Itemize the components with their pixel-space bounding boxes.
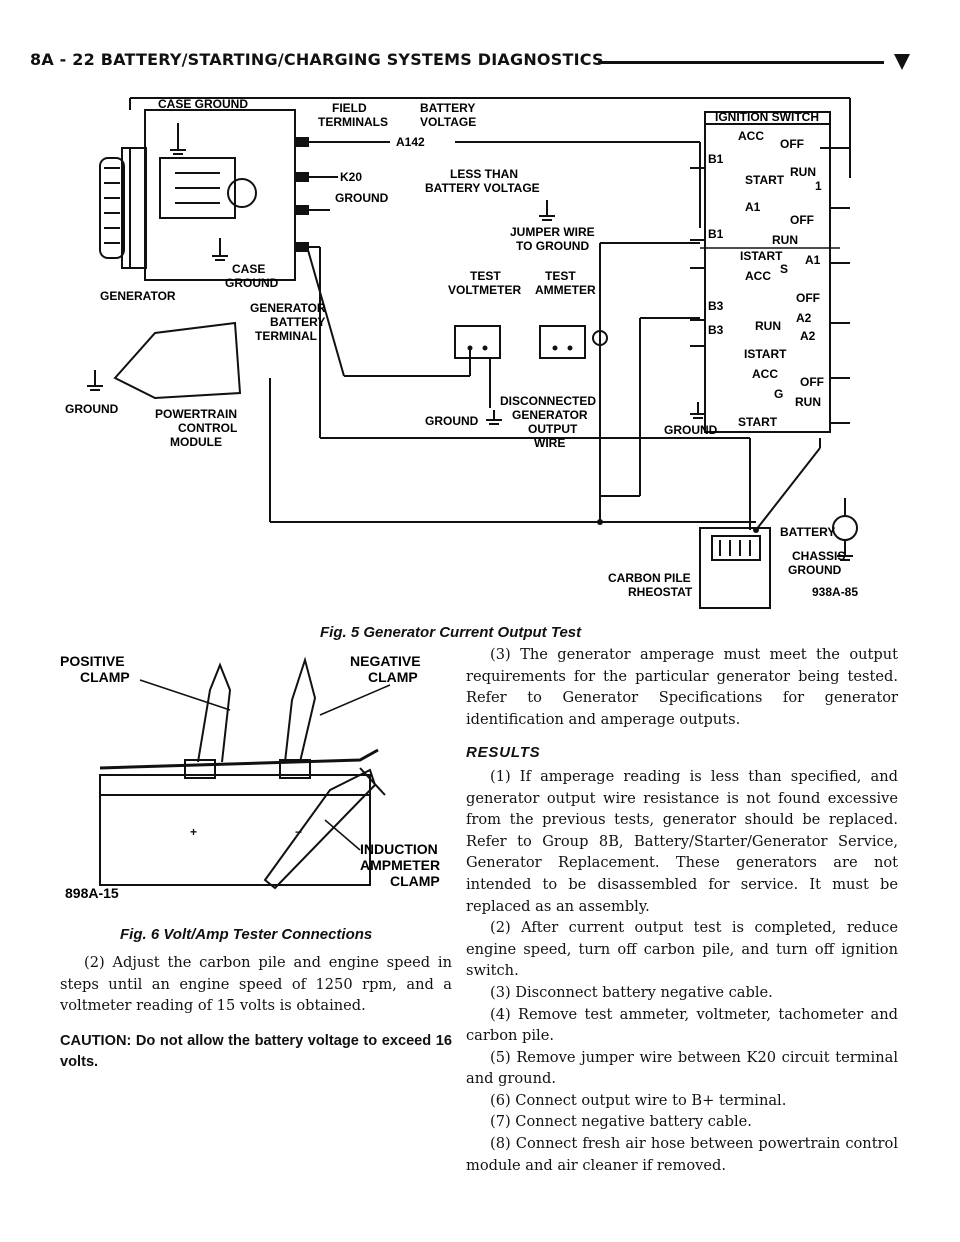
- label-gen-batt-1: GENERATOR: [250, 301, 326, 315]
- figure6-code: 898A-15: [65, 885, 119, 901]
- header-rule: [598, 61, 884, 64]
- label-b1b: B1: [708, 227, 724, 241]
- label-ground-gen: GROUND: [335, 191, 389, 205]
- label-chassis-1: CHASSIS: [792, 549, 845, 563]
- label-gen-batt-3: TERMINAL: [255, 329, 317, 343]
- label-induction-3: CLAMP: [390, 873, 440, 889]
- label-acc2: ACC: [745, 269, 771, 283]
- right-text-column: (3) The generator amperage must meet the…: [466, 644, 898, 1176]
- down-triangle-icon: [894, 54, 910, 70]
- label-disc-1: DISCONNECTED: [500, 394, 596, 408]
- label-negative-2: CLAMP: [368, 669, 418, 685]
- page-header: 8A - 22 BATTERY/STARTING/CHARGING SYSTEM…: [30, 46, 930, 78]
- label-off3: OFF: [796, 291, 820, 305]
- label-off2: OFF: [790, 213, 814, 227]
- label-jumper-1: JUMPER WIRE: [510, 225, 595, 239]
- caution-note: CAUTION: Do not allow the battery voltag…: [60, 1032, 452, 1071]
- page-header-title: 8A - 22 BATTERY/STARTING/CHARGING SYSTEM…: [30, 50, 604, 69]
- label-acc3: ACC: [752, 367, 778, 381]
- label-off4: OFF: [800, 375, 824, 389]
- label-less-than-1: LESS THAN: [450, 167, 518, 181]
- left-text-column: (2) Adjust the carbon pile and engine sp…: [60, 952, 452, 1074]
- step-3-paragraph: (3) The generator amperage must meet the…: [466, 646, 898, 728]
- label-one: 1: [815, 179, 822, 193]
- result-2: (2) After current output test is complet…: [466, 919, 898, 980]
- label-test-ammeter-1: TEST: [545, 269, 576, 283]
- label-ignition-switch: IGNITION SWITCH: [715, 110, 819, 124]
- label-start3: ISTART: [744, 347, 787, 361]
- label-case-ground-bot-1: CASE: [232, 262, 265, 276]
- label-off1: OFF: [780, 137, 804, 151]
- label-start2: ISTART: [740, 249, 783, 263]
- step-2-paragraph: (2) Adjust the carbon pile and engine sp…: [60, 954, 452, 1015]
- result-7: (7) Connect negative battery cable.: [490, 1113, 752, 1131]
- label-case-ground-bot-2: GROUND: [225, 276, 279, 290]
- results-heading: RESULTS: [466, 744, 541, 762]
- label-ground-left: GROUND: [65, 402, 119, 416]
- label-disc-3: OUTPUT: [528, 422, 578, 436]
- label-chassis-2: GROUND: [788, 563, 842, 577]
- label-s: S: [780, 262, 788, 276]
- label-induction-1: INDUCTION: [360, 841, 438, 857]
- volt-amp-tester-diagram: + − POSITIVE CLAMP NEGATIVE CLAMP INDUCT…: [60, 653, 440, 901]
- label-start1: START: [745, 173, 785, 187]
- label-a2b: A2: [800, 329, 816, 343]
- label-induction-2: AMPMETER: [360, 857, 440, 873]
- label-test-voltmeter-1: TEST: [470, 269, 501, 283]
- label-disc-2: GENERATOR: [512, 408, 588, 422]
- label-negative-1: NEGATIVE: [350, 653, 421, 669]
- label-field-terminals-2: TERMINALS: [318, 115, 388, 129]
- label-positive-2: CLAMP: [80, 669, 130, 685]
- result-6: (6) Connect output wire to B+ terminal.: [490, 1091, 787, 1109]
- figure5-code: 938A-85: [812, 585, 858, 599]
- label-jumper-2: TO GROUND: [516, 239, 589, 253]
- label-pcm-3: MODULE: [170, 435, 222, 449]
- label-acc1: ACC: [738, 129, 764, 143]
- result-5: (5) Remove jumper wire between K20 circu…: [466, 1048, 898, 1088]
- figure6-caption: Fig. 6 Volt/Amp Tester Connections: [120, 926, 373, 943]
- result-4: (4) Remove test ammeter, voltmeter, tach…: [466, 1005, 898, 1045]
- label-test-ammeter-2: AMMETER: [535, 283, 596, 297]
- label-battery-voltage-1: BATTERY: [420, 101, 475, 115]
- svg-text:+: +: [190, 825, 197, 839]
- label-carbon-1: CARBON PILE: [608, 571, 691, 585]
- label-b3a: B3: [708, 299, 724, 313]
- label-positive-1: POSITIVE: [60, 653, 125, 669]
- result-8: (8) Connect fresh air hose between power…: [466, 1135, 898, 1174]
- svg-text:−: −: [295, 825, 302, 839]
- generator-current-output-diagram: CASE GROUND FIELD TERMINALS BATTERY VOLT…: [65, 97, 858, 609]
- label-b3b: B3: [708, 323, 724, 337]
- label-run1: RUN: [790, 165, 816, 179]
- label-a2a: A2: [796, 311, 812, 325]
- label-disc-4: WIRE: [534, 436, 565, 450]
- label-pcm-2: CONTROL: [178, 421, 237, 435]
- result-3: (3) Disconnect battery negative cable.: [490, 983, 773, 1001]
- label-less-than-2: BATTERY VOLTAGE: [425, 181, 540, 195]
- figure5-caption: Fig. 5 Generator Current Output Test: [320, 624, 582, 641]
- label-a142: A142: [396, 135, 425, 149]
- label-ground-mid: GROUND: [425, 414, 479, 428]
- result-1: (1) If amperage reading is less than spe…: [466, 767, 898, 915]
- label-battery-voltage-2: VOLTAGE: [420, 115, 476, 129]
- label-field-terminals-1: FIELD: [332, 101, 367, 115]
- label-a1a: A1: [745, 200, 761, 214]
- label-run2: RUN: [772, 233, 798, 247]
- label-ground-right: GROUND: [664, 423, 718, 437]
- label-k20: K20: [340, 170, 362, 184]
- label-start4: START: [738, 415, 778, 429]
- label-a1b: A1: [805, 253, 821, 267]
- label-pcm-1: POWERTRAIN: [155, 407, 237, 421]
- label-generator: GENERATOR: [100, 289, 176, 303]
- label-case-ground-top: CASE GROUND: [158, 97, 248, 111]
- label-run4: RUN: [795, 395, 821, 409]
- label-gen-batt-2: BATTERY: [270, 315, 325, 329]
- label-carbon-2: RHEOSTAT: [628, 585, 693, 599]
- label-g: G: [774, 387, 783, 401]
- label-b1a: B1: [708, 152, 724, 166]
- label-battery: BATTERY: [780, 525, 835, 539]
- label-run3: RUN: [755, 319, 781, 333]
- label-test-voltmeter-2: VOLTMETER: [448, 283, 521, 297]
